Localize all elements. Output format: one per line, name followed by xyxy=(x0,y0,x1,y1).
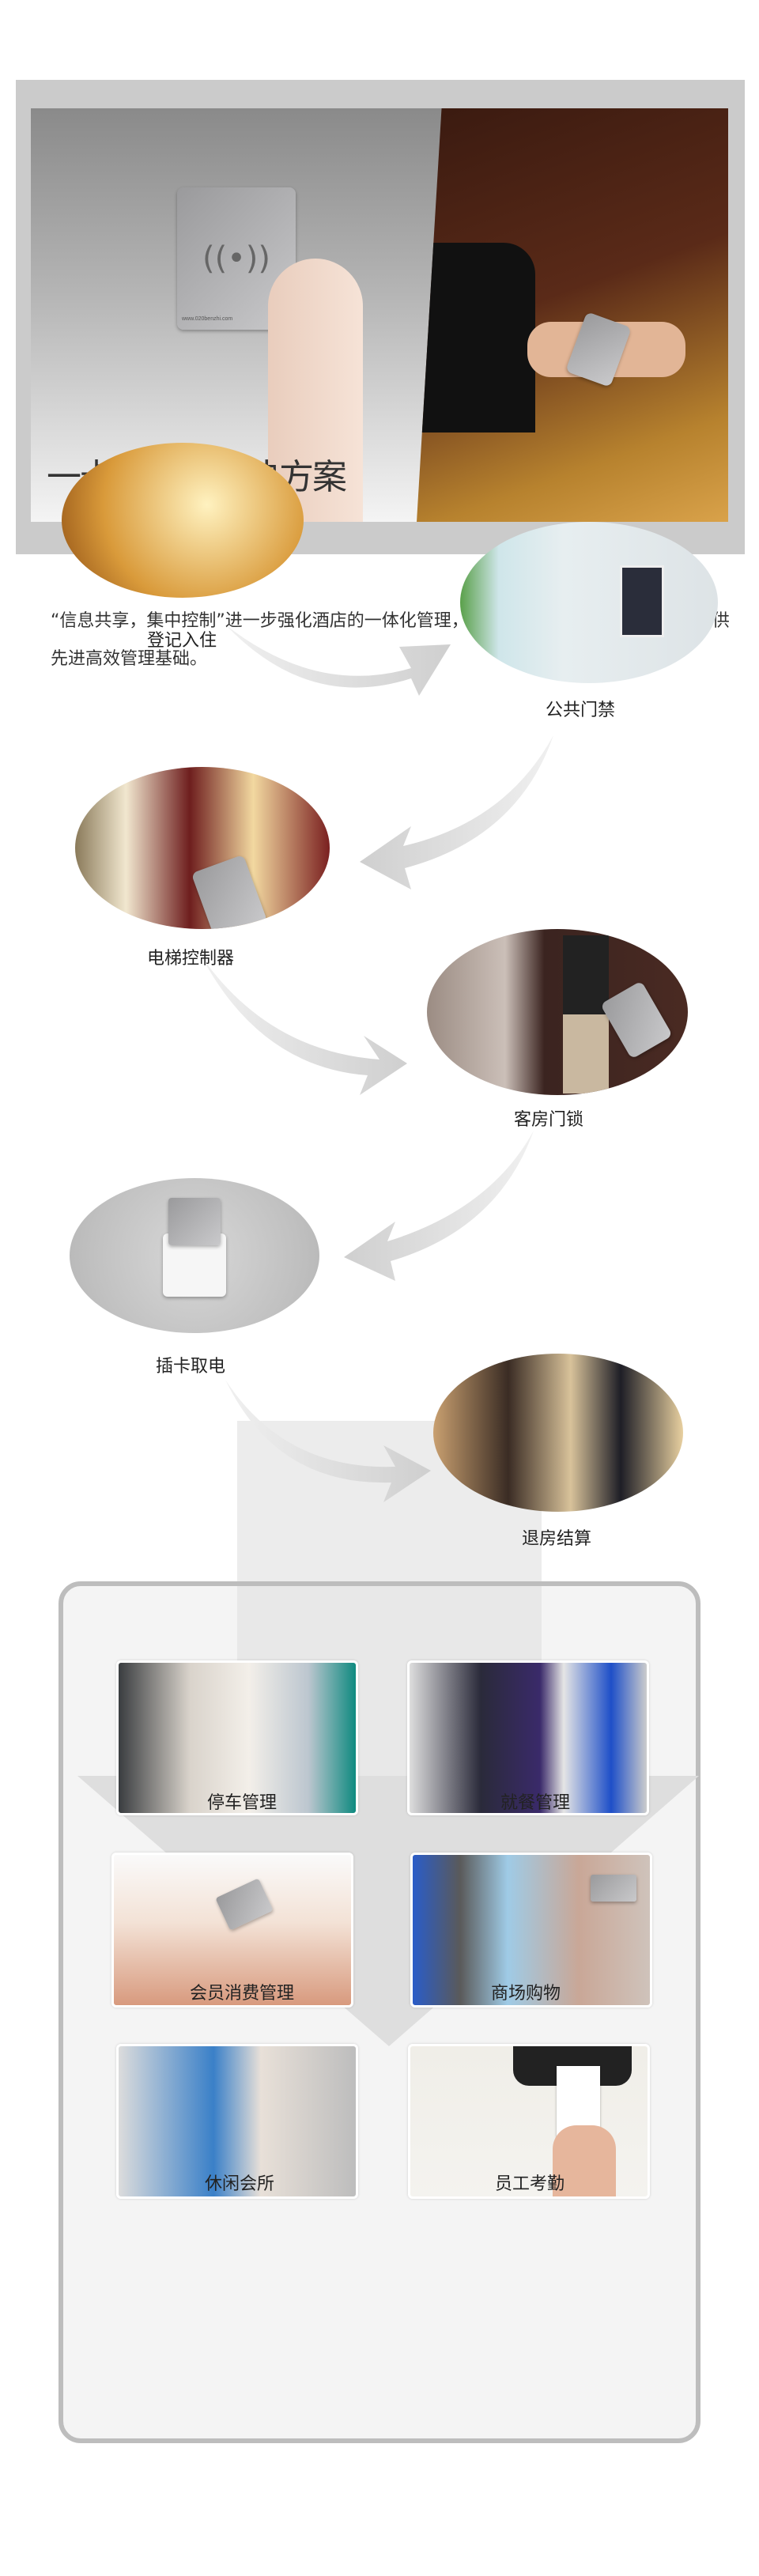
flow-label-checkout: 退房结算 xyxy=(521,1529,592,1549)
curved-arrow-4 xyxy=(344,1131,534,1281)
hand xyxy=(553,2125,616,2196)
room-lock-image xyxy=(427,929,688,1095)
service-label-leisure: 休闲会所 xyxy=(204,2174,275,2194)
curved-arrow-3 xyxy=(202,957,407,1095)
curved-arrow-2 xyxy=(360,735,553,890)
service-label-membership: 会员消费管理 xyxy=(189,1984,295,2004)
dining-image xyxy=(407,1660,649,1815)
curved-arrow-5 xyxy=(225,1380,431,1502)
power-switch-image xyxy=(70,1178,319,1333)
card-url-text: www.020benzhi.com xyxy=(182,316,233,322)
service-label-shopping: 商场购物 xyxy=(490,1984,561,2004)
door-lock xyxy=(563,935,609,1093)
parking-image xyxy=(116,1660,358,1815)
service-label-dining: 就餐管理 xyxy=(500,1793,571,1813)
rfid-icon: ((•)) xyxy=(202,240,271,277)
elevator-image xyxy=(75,767,330,929)
rfid-card xyxy=(215,1878,274,1931)
shopping-image xyxy=(410,1853,652,2008)
suit-sleeve xyxy=(417,243,535,432)
membership-image xyxy=(111,1853,353,2008)
rfid-card xyxy=(591,1875,636,1902)
banner-card-image: ((•)) www.020benzhi.com 一卡通系统解决方案 xyxy=(31,108,443,522)
flow-label-room-lock: 客房门锁 xyxy=(513,1110,584,1130)
flow-label-checkin: 登记入住 xyxy=(146,631,217,651)
checkin-image xyxy=(62,443,304,598)
curved-arrow-1 xyxy=(225,625,451,696)
flow-label-power: 插卡取电 xyxy=(155,1357,226,1377)
service-label-attendance: 员工考勤 xyxy=(494,2174,565,2194)
public-access-image xyxy=(460,522,718,683)
rfid-card xyxy=(168,1198,221,1245)
banner-handover-image xyxy=(417,108,728,522)
leisure-club-image xyxy=(116,2044,358,2199)
flow-label-access: 公共门禁 xyxy=(545,701,616,720)
service-label-parking: 停车管理 xyxy=(206,1793,278,1813)
access-reader xyxy=(620,565,664,637)
flow-label-elevator: 电梯控制器 xyxy=(146,949,235,969)
checkout-image xyxy=(433,1354,683,1512)
attendance-image xyxy=(408,2044,650,2199)
